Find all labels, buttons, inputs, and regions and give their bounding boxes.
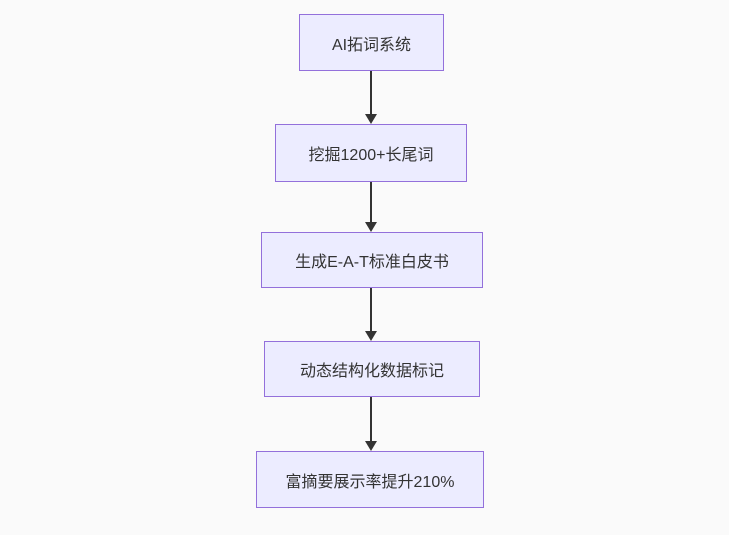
flow-node-label: 挖掘1200+长尾词: [308, 147, 434, 164]
flow-edge-1: [365, 71, 377, 124]
flow-node-ai-word-system: AI拓词系统: [299, 14, 444, 71]
flow-node-label: 富摘要展示率提升210%: [285, 473, 455, 491]
flow-node-rich-snippet-result: 富摘要展示率提升210%: [256, 451, 484, 508]
flow-edge-4: [365, 397, 377, 451]
flow-node-longtail-mining: 挖掘1200+长尾词: [275, 124, 467, 182]
arrow-line: [370, 182, 372, 222]
flow-edge-2: [365, 182, 377, 232]
arrow-line: [370, 288, 372, 331]
arrowhead-down-icon: [365, 222, 377, 232]
flow-node-label: 生成E-A-T标准白皮书: [295, 254, 449, 271]
arrowhead-down-icon: [365, 331, 377, 341]
flow-node-label: 动态结构化数据标记: [299, 363, 444, 380]
arrow-line: [370, 71, 372, 114]
arrowhead-down-icon: [365, 441, 377, 451]
flow-node-eat-whitepaper: 生成E-A-T标准白皮书: [261, 232, 483, 288]
arrow-line: [370, 397, 372, 441]
flow-edge-3: [365, 288, 377, 341]
flow-node-structured-data-markup: 动态结构化数据标记: [264, 341, 480, 397]
arrowhead-down-icon: [365, 114, 377, 124]
flow-node-label: AI拓词系统: [331, 36, 412, 54]
